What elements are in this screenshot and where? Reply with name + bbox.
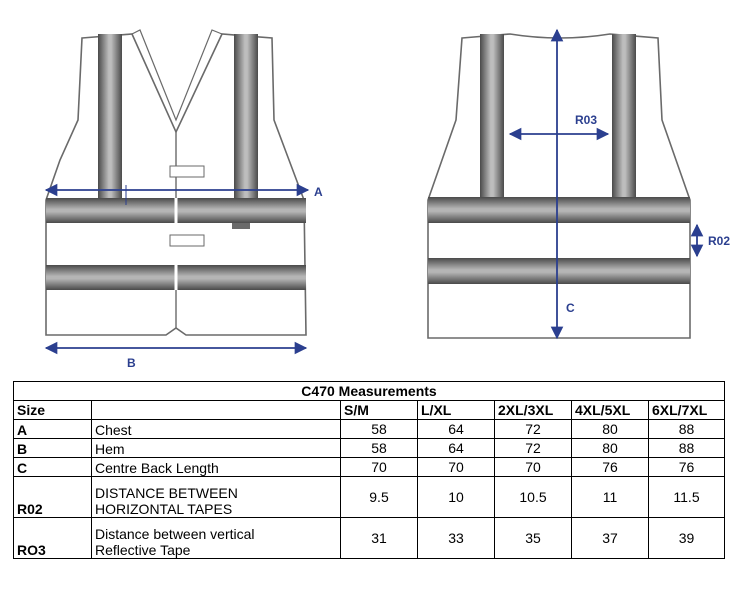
table-row: R02 DISTANCE BETWEEN HORIZONTAL TAPES 9.… <box>13 476 725 518</box>
row-value: 88 <box>648 419 725 439</box>
row-value: 88 <box>648 438 725 458</box>
back-upper-horizontal-tape <box>428 197 690 223</box>
row-description: Centre Back Length <box>91 457 341 477</box>
row-code: R02 <box>13 476 92 518</box>
front-label-tab <box>232 223 250 229</box>
row-description-line: Distance between vertical <box>95 526 255 542</box>
row-code: RO3 <box>13 517 92 559</box>
back-lower-horizontal-tape <box>428 258 690 284</box>
row-description: DISTANCE BETWEEN HORIZONTAL TAPES <box>91 476 341 518</box>
front-left-vertical-tape <box>98 34 122 198</box>
row-value: 70 <box>340 457 418 477</box>
row-code: C <box>13 457 92 477</box>
row-value: 80 <box>571 419 649 439</box>
size-column-header: 2XL/3XL <box>494 400 572 420</box>
row-value: 80 <box>571 438 649 458</box>
row-description-line: HORIZONTAL TAPES <box>95 501 233 517</box>
row-value: 76 <box>571 457 649 477</box>
size-header: Size <box>13 400 92 420</box>
table-row: RO3 Distance between vertical Reflective… <box>13 517 725 559</box>
vest-measurement-diagram: A B C R03 R02 <box>44 28 730 370</box>
row-value: 72 <box>494 419 572 439</box>
row-description-line: Reflective Tape <box>95 542 191 558</box>
row-value: 10 <box>417 476 495 518</box>
row-value: 64 <box>417 419 495 439</box>
row-code: B <box>13 438 92 458</box>
dimension-a-label: A <box>314 185 323 199</box>
row-value: 11.5 <box>648 476 725 518</box>
size-column-header: 6XL/7XL <box>648 400 725 420</box>
row-description: Hem <box>91 438 341 458</box>
table-row: B Hem 58 64 72 80 88 <box>13 438 725 458</box>
description-header <box>91 400 341 420</box>
row-description-line: DISTANCE BETWEEN <box>95 485 238 501</box>
dimension-c-label: C <box>566 301 575 315</box>
size-column-header: 4XL/5XL <box>571 400 649 420</box>
dimension-b-label: B <box>127 356 136 370</box>
row-value: 64 <box>417 438 495 458</box>
row-value: 10.5 <box>494 476 572 518</box>
size-column-header: S/M <box>340 400 418 420</box>
table-row: A Chest 58 64 72 80 88 <box>13 419 725 439</box>
table-header-row: Size S/M L/XL 2XL/3XL 4XL/5XL 6XL/7XL <box>13 400 725 420</box>
table-title: C470 Measurements <box>13 381 725 401</box>
row-description: Distance between vertical Reflective Tap… <box>91 517 341 559</box>
row-value: 70 <box>494 457 572 477</box>
row-value: 58 <box>340 438 418 458</box>
row-code: A <box>13 419 92 439</box>
row-value: 9.5 <box>340 476 418 518</box>
row-value: 76 <box>648 457 725 477</box>
row-value: 70 <box>417 457 495 477</box>
back-vest <box>427 33 691 339</box>
dimension-r02-label: R02 <box>708 234 730 248</box>
front-right-vertical-tape <box>234 34 258 198</box>
row-value: 33 <box>417 517 495 559</box>
front-vest <box>45 29 307 336</box>
row-value: 35 <box>494 517 572 559</box>
back-right-vertical-tape <box>612 34 636 198</box>
row-value: 39 <box>648 517 725 559</box>
front-id-badge-holder-bottom <box>169 234 205 247</box>
row-value: 58 <box>340 419 418 439</box>
row-description: Chest <box>91 419 341 439</box>
back-left-vertical-tape <box>480 34 504 198</box>
size-column-header: L/XL <box>417 400 495 420</box>
measurements-table: C470 Measurements Size S/M L/XL 2XL/3XL … <box>13 381 725 559</box>
row-value: 37 <box>571 517 649 559</box>
row-value: 31 <box>340 517 418 559</box>
row-value: 72 <box>494 438 572 458</box>
front-id-badge-holder-top <box>169 165 205 178</box>
back-vest-outline <box>427 33 691 339</box>
row-value: 11 <box>571 476 649 518</box>
table-row: C Centre Back Length 70 70 70 76 76 <box>13 457 725 477</box>
dimension-r03-label: R03 <box>575 113 597 127</box>
